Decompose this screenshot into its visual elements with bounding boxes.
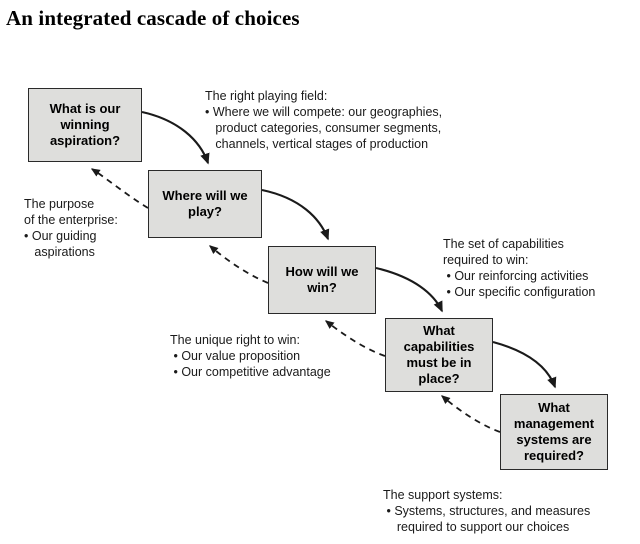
edge-how-to-capabilities <box>375 266 443 313</box>
node-label: What capabilities must be in place? <box>403 323 475 386</box>
edge-aspiration-to-where <box>141 110 210 165</box>
edge-management-to-capabilities <box>441 395 501 433</box>
node-where-will-we-play[interactable]: Where will we play? <box>148 170 262 238</box>
page-title: An integrated cascade of choices <box>6 6 300 30</box>
node-management-systems[interactable]: What management systems are required? <box>500 394 608 470</box>
note-set-of-capabilities: The set of capabilities required to win:… <box>443 237 596 299</box>
note-support-systems: The support systems: • Systems, structur… <box>383 488 591 534</box>
node-how-will-we-win[interactable]: How will we win? <box>268 246 376 314</box>
edge-how-to-where <box>209 245 269 284</box>
node-what-capabilities[interactable]: What capabilities must be in place? <box>385 318 493 392</box>
node-label: Where will we play? <box>162 188 248 219</box>
edge-capabilities-to-management <box>492 340 557 389</box>
edge-where-to-how <box>261 188 330 241</box>
note-right-playing-field: The right playing field: • Where we will… <box>205 89 443 151</box>
edge-capabilities-to-how <box>325 320 386 357</box>
node-label: How will we win? <box>285 264 359 295</box>
node-winning-aspiration[interactable]: What is our winning aspiration? <box>28 88 142 162</box>
node-label: What management systems are required? <box>513 400 595 463</box>
node-label: What is our winning aspiration? <box>49 101 121 148</box>
note-purpose-of-enterprise: The purpose of the enterprise: • Our gui… <box>24 197 118 259</box>
note-unique-right-to-win: The unique right to win: • Our value pro… <box>170 333 331 379</box>
